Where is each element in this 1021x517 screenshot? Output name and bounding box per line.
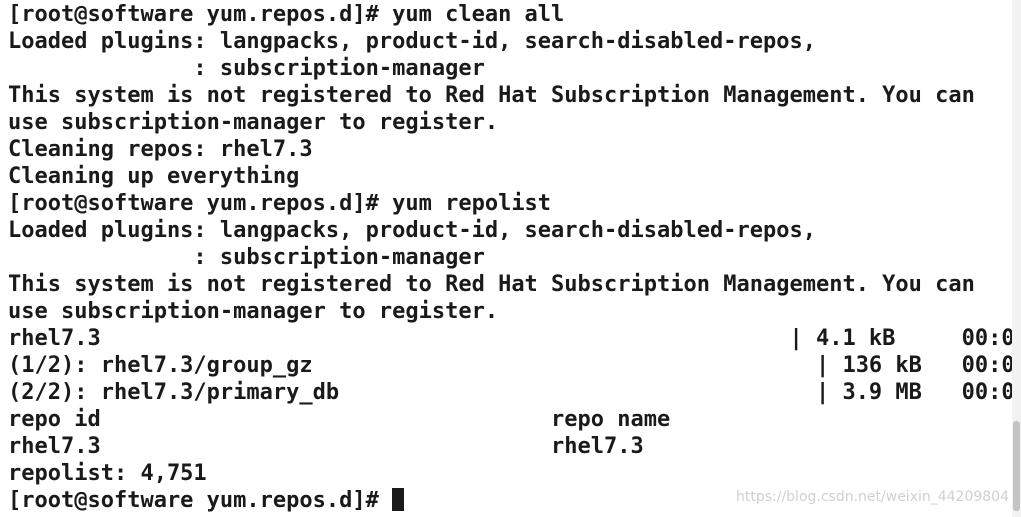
text-cursor bbox=[392, 488, 405, 511]
terminal-line: rhel7.3 rhel7.3 4,751 bbox=[8, 434, 1021, 459]
terminal-line: repo id repo name status bbox=[8, 407, 1021, 432]
terminal-line: : subscription-manager bbox=[8, 245, 485, 270]
terminal-line: (1/2): rhel7.3/group_gz | 136 kB 00:00 bbox=[8, 353, 1021, 378]
terminal-line: [root@software yum.repos.d]# yum clean a… bbox=[8, 2, 565, 27]
terminal-line: This system is not registered to Red Hat… bbox=[8, 272, 975, 297]
terminal-line: [root@software yum.repos.d]# yum repolis… bbox=[8, 191, 552, 216]
terminal-line: repolist: 4,751 bbox=[8, 461, 207, 486]
terminal-line: Cleaning repos: rhel7.3 bbox=[8, 137, 313, 162]
scrollbar-thumb[interactable] bbox=[1013, 421, 1020, 511]
watermark: https://blog.csdn.net/weixin_44209804 bbox=[735, 489, 1009, 505]
terminal-line: rhel7.3 | 4.1 kB 00:00 bbox=[8, 326, 1021, 351]
vertical-scrollbar[interactable] bbox=[1012, 0, 1021, 517]
terminal-line: : subscription-manager bbox=[8, 56, 485, 81]
terminal-line: use subscription-manager to register. bbox=[8, 110, 499, 135]
terminal-line: Loaded plugins: langpacks, product-id, s… bbox=[8, 29, 816, 54]
terminal-line: This system is not registered to Red Hat… bbox=[8, 83, 975, 108]
terminal-line: Cleaning up everything bbox=[8, 164, 300, 189]
prompt-text: [root@software yum.repos.d]# bbox=[8, 488, 393, 513]
terminal-line: use subscription-manager to register. bbox=[8, 299, 499, 324]
terminal-prompt-line[interactable]: [root@software yum.repos.d]# bbox=[8, 487, 405, 514]
terminal-line: Loaded plugins: langpacks, product-id, s… bbox=[8, 218, 816, 243]
terminal-line: (2/2): rhel7.3/primary_db | 3.9 MB 00:00 bbox=[8, 380, 1021, 405]
